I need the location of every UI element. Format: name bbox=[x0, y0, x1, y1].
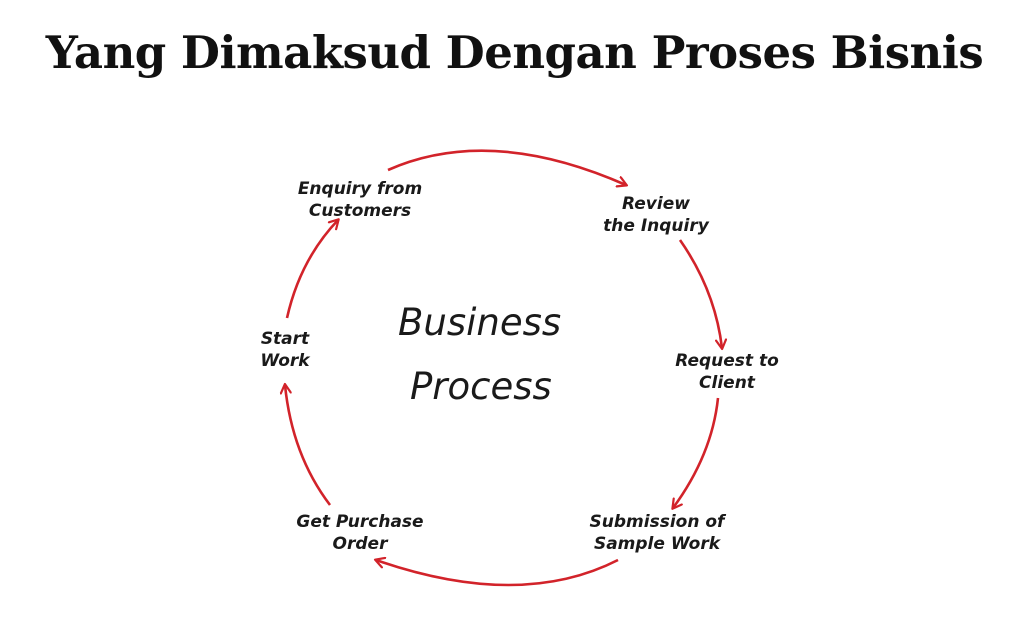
step-request-line1: Request to bbox=[675, 351, 779, 371]
step-request-line2: Client bbox=[699, 373, 755, 393]
center-label-process: Process bbox=[410, 365, 552, 408]
step-get-purchase-order: Get Purchase Order bbox=[262, 511, 458, 555]
center-label-business: Business bbox=[398, 301, 562, 344]
step-request-to-client: Request to Client bbox=[637, 350, 817, 394]
arrow-enquiry-to-review bbox=[387, 149, 626, 185]
step-submission-line2: Sample Work bbox=[593, 534, 721, 554]
step-enquiry-from-customers: Enquiry from Customers bbox=[262, 178, 458, 222]
step-review-the-inquiry: Review the Inquiry bbox=[566, 193, 746, 237]
page-title: Yang Dimaksud Dengan Proses Bisnis bbox=[45, 26, 984, 79]
arrow-review-to-request bbox=[678, 239, 722, 348]
step-start-line2: Work bbox=[260, 351, 310, 371]
step-review-line1: Review bbox=[622, 194, 690, 214]
arrow-purchase-to-start bbox=[285, 385, 332, 506]
step-start-work: Start Work bbox=[240, 328, 330, 372]
arrow-submission-to-purchase bbox=[376, 560, 619, 587]
step-enquiry-line2: Customers bbox=[308, 201, 412, 221]
step-submission-of-sample-work: Submission of Sample Work bbox=[547, 511, 767, 555]
step-review-line2: the Inquiry bbox=[603, 216, 709, 236]
step-enquiry-line1: Enquiry from bbox=[297, 179, 423, 199]
arrow-start-to-enquiry bbox=[285, 220, 338, 319]
step-submission-line1: Submission of bbox=[589, 512, 725, 532]
step-purchase-line1: Get Purchase bbox=[296, 512, 424, 532]
step-start-line1: Start bbox=[260, 329, 310, 349]
step-purchase-line2: Order bbox=[332, 534, 388, 554]
arrow-request-to-submission bbox=[673, 397, 720, 508]
